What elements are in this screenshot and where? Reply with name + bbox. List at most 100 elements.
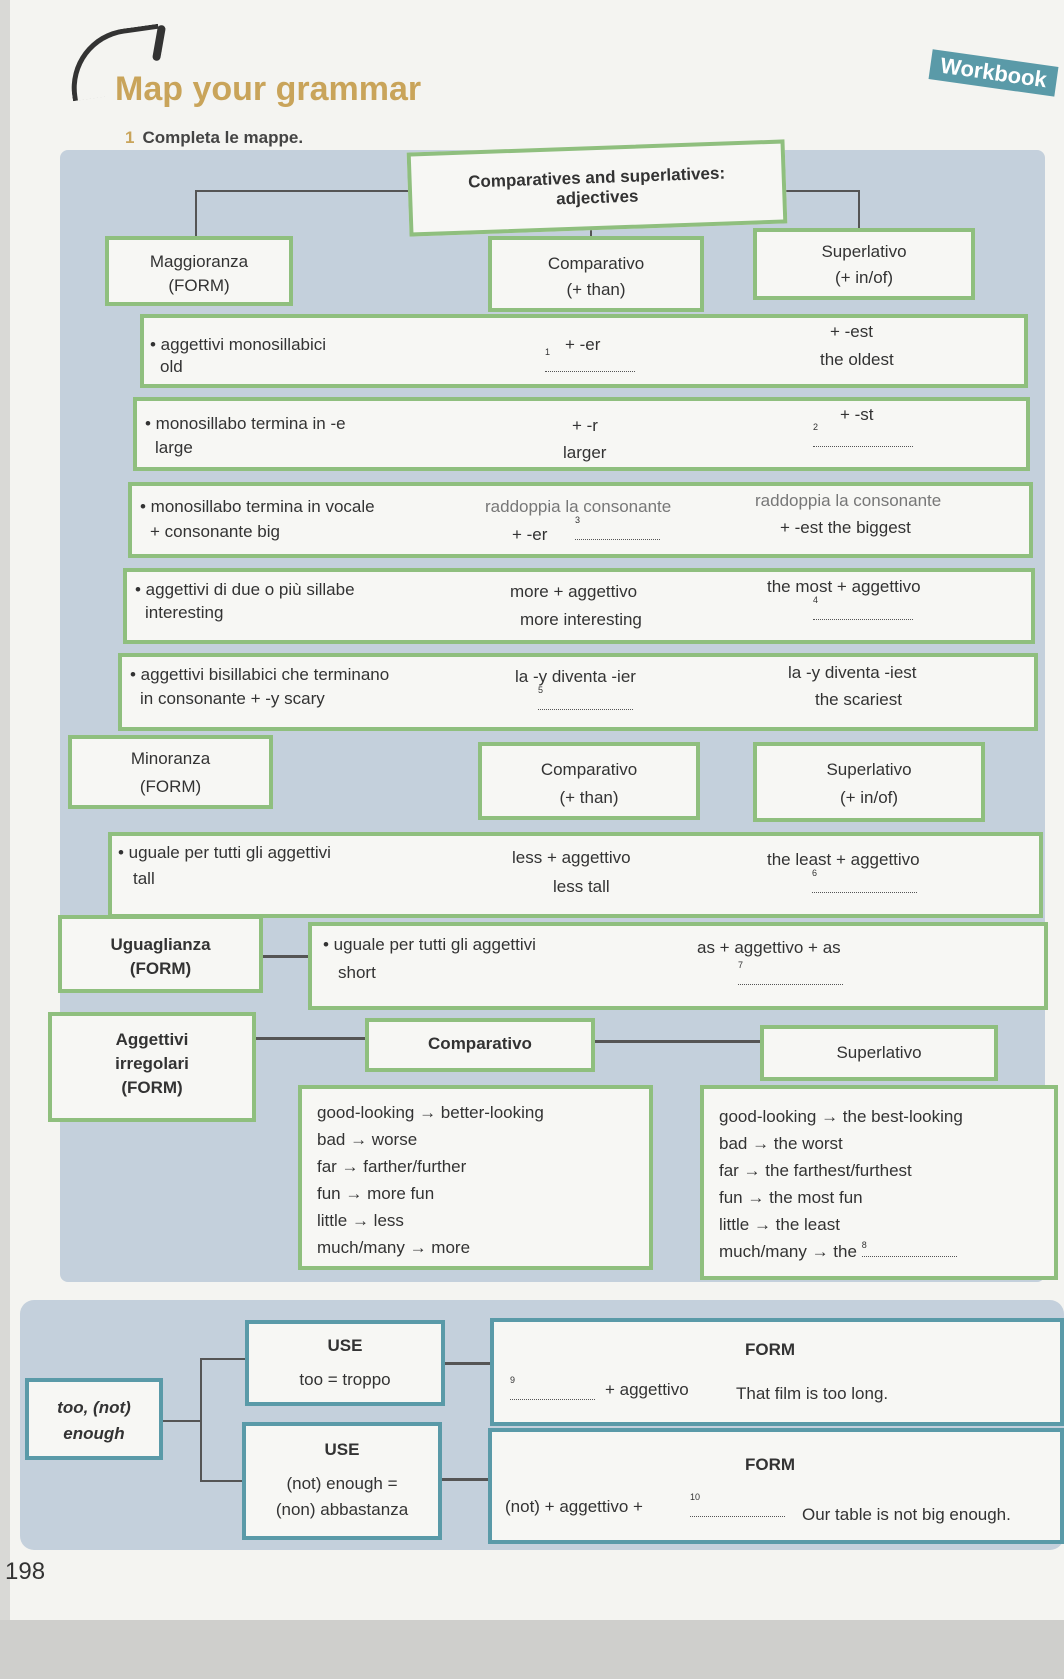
irregolari-superlativo-label: Superlativo bbox=[836, 1043, 922, 1062]
fill-in-blank[interactable]: 7 bbox=[738, 960, 843, 985]
enough-use-label: USE bbox=[324, 1440, 360, 1459]
row3-left2: + consonante big bbox=[150, 522, 280, 541]
too-use-box: USE too = troppo bbox=[245, 1320, 445, 1406]
superlative-item: little → the least bbox=[719, 1215, 840, 1234]
exercise-number: 1 bbox=[125, 128, 135, 147]
minoranza-comparativo-box: Comparativo (+ than) bbox=[478, 742, 700, 820]
row3-mid-blank: 3 bbox=[575, 515, 660, 545]
fill-in-blank[interactable]: 4 bbox=[813, 595, 913, 620]
superlativo-label: Superlativo bbox=[821, 242, 907, 261]
superlative-item-text: much/many → the bbox=[719, 1242, 857, 1261]
enough-use-box: USE (not) enough = (non) abbastanza bbox=[242, 1422, 442, 1540]
row2-left1: • monosillabo termina in -e bbox=[145, 414, 346, 433]
enough-use-value1: (not) enough = bbox=[286, 1474, 398, 1493]
minoranza-form: (FORM) bbox=[139, 777, 202, 796]
minoranza-mid2: less tall bbox=[553, 877, 610, 896]
row4-right1: the most + aggettivo bbox=[767, 577, 921, 596]
row4-left2: interesting bbox=[145, 603, 224, 622]
instruction-text: Completa le mappe. bbox=[142, 128, 304, 147]
too-enough-box: too, (not) enough bbox=[25, 1378, 163, 1460]
connector-line bbox=[195, 190, 197, 240]
row1-right2: the oldest bbox=[820, 350, 894, 369]
row3-mid1: raddoppia la consonante bbox=[485, 497, 672, 516]
minoranza-box: Minoranza (FORM) bbox=[68, 735, 273, 809]
connector-line bbox=[858, 190, 860, 228]
row5-right2: the scariest bbox=[815, 690, 902, 709]
fill-in-blank[interactable]: 5 bbox=[538, 685, 633, 710]
superlative-item: far → the farthest/furthest bbox=[719, 1161, 912, 1180]
connector-line bbox=[445, 1362, 493, 1365]
row4-left1: • aggettivi di due o più sillabe bbox=[135, 580, 355, 599]
row3-left1: • monosillabo termina in vocale bbox=[140, 497, 375, 516]
connector-line bbox=[590, 225, 592, 237]
minoranza-right-blank: 6 bbox=[812, 868, 917, 898]
connector-line bbox=[780, 190, 860, 192]
maggioranza-box: Maggioranza (FORM) bbox=[105, 236, 293, 306]
minoranza-rule-row bbox=[108, 832, 1043, 918]
superlative-item: much/many → the 8 bbox=[719, 1238, 1054, 1265]
row2-left2: large bbox=[155, 438, 193, 457]
fill-in-blank[interactable]: 10 bbox=[690, 1492, 785, 1517]
connector-line bbox=[163, 1420, 201, 1422]
minoranza-left1: • uguale per tutti gli aggettivi bbox=[118, 843, 331, 862]
comparative-item: fun → more fun bbox=[317, 1184, 435, 1203]
fill-in-blank[interactable]: 9 bbox=[510, 1375, 595, 1400]
rule-row-3 bbox=[128, 482, 1033, 558]
uguaglianza-label: Uguaglianza bbox=[110, 935, 211, 954]
row2-mid1: + -r bbox=[572, 416, 598, 435]
minoranza-comparativo-than: (+ than) bbox=[559, 788, 619, 807]
fill-in-blank[interactable]: 3 bbox=[575, 515, 660, 540]
minoranza-comparativo-label: Comparativo bbox=[540, 760, 638, 779]
fill-in-blank[interactable]: 1 bbox=[545, 347, 635, 372]
minoranza-superlativo-label: Superlativo bbox=[826, 760, 912, 779]
superlative-item: fun → the most fun bbox=[719, 1188, 863, 1207]
fill-in-blank[interactable]: 2 bbox=[813, 422, 913, 447]
row3-right1: raddoppia la consonante bbox=[755, 491, 942, 510]
too-form-example: That film is too long. bbox=[736, 1384, 889, 1403]
irregular-superlatives-list: good-looking → the best-looking bad → th… bbox=[700, 1085, 1058, 1280]
irregolari-superlativo-box: Superlativo bbox=[760, 1025, 998, 1081]
rule-row-4 bbox=[123, 568, 1035, 644]
row4-right-blank: 4 bbox=[813, 595, 913, 625]
blank-number: 10 bbox=[690, 1492, 701, 1502]
enough-use-value2: (non) abbastanza bbox=[275, 1500, 409, 1519]
uguaglianza-left1: • uguale per tutti gli aggettivi bbox=[323, 935, 536, 954]
enough-form-blank: 10 bbox=[690, 1492, 785, 1522]
enough-form-text: (not) + aggettivo + bbox=[505, 1497, 643, 1516]
maggioranza-form: (FORM) bbox=[168, 276, 230, 295]
minoranza-mid1: less + aggettivo bbox=[512, 848, 631, 867]
comparativo-than: (+ than) bbox=[566, 280, 626, 299]
blank-number: 8 bbox=[861, 1240, 867, 1250]
connector-line bbox=[595, 1040, 763, 1043]
minoranza-superlativo-in-of: (+ in/of) bbox=[839, 788, 899, 807]
comparative-item: good-looking → better-looking bbox=[317, 1103, 544, 1122]
superlativo-box: Superlativo (+ in/of) bbox=[753, 228, 975, 300]
too-form-box bbox=[490, 1318, 1064, 1426]
row1-mid-blank: 1 bbox=[545, 347, 635, 377]
fill-in-blank[interactable]: 8 bbox=[861, 1240, 957, 1257]
connector-line bbox=[263, 955, 311, 958]
blank-number: 4 bbox=[813, 595, 819, 605]
superlative-item: good-looking → the best-looking bbox=[719, 1107, 963, 1126]
fill-in-blank[interactable]: 6 bbox=[812, 868, 917, 893]
uguaglianza-box: Uguaglianza (FORM) bbox=[58, 915, 263, 993]
too-form-blank: 9 bbox=[510, 1375, 595, 1405]
row3-mid2: + -er bbox=[512, 525, 548, 544]
irregolari-form: (FORM) bbox=[121, 1078, 183, 1097]
minoranza-superlativo-box: Superlativo (+ in/of) bbox=[753, 742, 985, 822]
uguaglianza-right-blank: 7 bbox=[738, 960, 843, 990]
blank-number: 9 bbox=[510, 1375, 516, 1385]
blank-number: 2 bbox=[813, 422, 819, 432]
irregolari-comparativo-box: Comparativo bbox=[365, 1018, 595, 1072]
page-title: Map your grammar bbox=[115, 70, 422, 108]
comparative-item: bad → worse bbox=[317, 1130, 418, 1149]
enough-form-example: Our table is not big enough. bbox=[802, 1505, 1011, 1524]
row3-right2: + -est the biggest bbox=[780, 518, 911, 537]
maggioranza-label: Maggioranza bbox=[149, 252, 249, 271]
row1-left1: • aggettivi monosillabici bbox=[150, 335, 327, 354]
main-title-box: Comparatives and superlatives: adjective… bbox=[406, 139, 788, 237]
uguaglianza-rule-row bbox=[308, 922, 1048, 1010]
blank-number: 7 bbox=[738, 960, 744, 970]
too-form-label: FORM bbox=[745, 1340, 796, 1359]
row5-mid-blank: 5 bbox=[538, 685, 633, 715]
